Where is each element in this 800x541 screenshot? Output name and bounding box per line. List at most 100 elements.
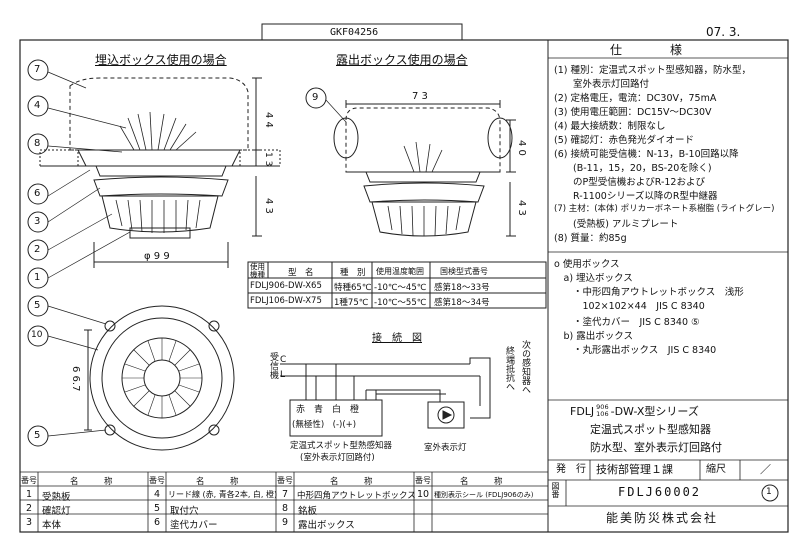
option-line-4: 102×102×44 JIS C 8340 [554, 301, 705, 312]
part-no-5: 5 [154, 503, 161, 514]
parts-header-name-3: 名 称 [330, 477, 373, 487]
wiring-polarity: (無極性) (-)(+) [292, 420, 357, 430]
scale-value: ／ [760, 463, 771, 476]
spec-line-8: (B-11，15，20，BS-20を除く) [554, 163, 712, 174]
drawing-date: 07. 3. [706, 25, 741, 39]
spec-option-list: o 使用ボックス a) 埋込ボックス ・中形四角アウトレットボックス 浅形 10… [548, 256, 788, 396]
spec-title: 仕 様 [610, 43, 683, 57]
callout-1: 1 [34, 272, 41, 283]
part-no-1: 1 [26, 489, 33, 500]
part-name-4: リード線 (赤, 青各2本, 白, 橙) [168, 490, 278, 499]
callout-3: 3 [34, 216, 41, 227]
callout-4: 4 [34, 100, 41, 111]
part-no-10: 10 [417, 489, 430, 500]
callout-7: 7 [34, 64, 41, 75]
callout-9: 9 [312, 92, 319, 103]
revision-circle [761, 484, 779, 502]
dim-40: 4 0 [516, 140, 527, 156]
model-row-2-type: 1種75℃ [334, 298, 369, 308]
series-variant-906: 906 [596, 403, 609, 411]
embedded-box-view [27, 59, 281, 289]
option-line-6: b) 露出ボックス [554, 331, 633, 342]
callout-6: 6 [34, 188, 41, 199]
doc-code: GKF04256 [330, 27, 379, 38]
spec-line-5: (4) 最大接続数：制限なし [554, 121, 666, 132]
option-line-1: o 使用ボックス [554, 259, 620, 270]
part-name-8: 銘板 [298, 506, 318, 517]
drawing-no-label: 図番 [551, 482, 560, 498]
series-name-b: -DW-X型シリーズ [610, 405, 699, 418]
drawing-number: FDLJ60002 [618, 485, 702, 499]
wiring-diagram [280, 357, 491, 437]
revision-number: 1 [766, 487, 772, 497]
spec-line-13: (8) 質量：約85g [554, 233, 627, 244]
model-table-header-cert: 国検型式番号 [440, 267, 488, 276]
dim-667: 6 6.7 [70, 366, 81, 392]
option-line-3: ・中形四角アウトレットボックス 浅形 [554, 287, 744, 298]
issue-label: 発 行 [556, 464, 586, 475]
series-title: FDLJ 906 106 -DW-X型シリーズ [570, 403, 699, 419]
parts-header-name-2: 名 称 [196, 477, 239, 487]
model-table-grid [247, 261, 547, 309]
model-row-2-cert: 感第18～34号 [434, 298, 490, 308]
title-line-2: 定温式スポット型感知器 [590, 423, 711, 436]
spec-line-2: 室外表示灯回路付 [554, 79, 650, 90]
dim-44: 4 4 [263, 112, 274, 128]
series-variant-106: 106 [596, 410, 609, 418]
callout-5-top: 5 [34, 300, 41, 311]
wiring-next-detector: 次の感知器へ [520, 340, 530, 394]
series-variants: 906 106 [596, 404, 608, 418]
exposed-box-view [305, 87, 516, 237]
spec-line-11: (7) 主材：(本体) ポリカーボネート系樹脂 (ライトグレー) [554, 204, 775, 214]
exposed-view-title: 露出ボックス使用の場合 [336, 53, 468, 67]
spec-line-7: (6) 接続可能受信機：N-13，B-10回路以降 [554, 149, 739, 160]
company-name: 能美防災株式会社 [606, 511, 719, 525]
spec-list: (1) 種別：定温式スポット型感知器，防水型， 室外表示灯回路付 (2) 定格電… [548, 60, 788, 250]
model-table-header-temp: 使用温度範囲 [376, 267, 424, 276]
part-no-6: 6 [154, 517, 161, 528]
part-no-2: 2 [26, 503, 33, 514]
part-name-2: 確認灯 [42, 506, 71, 517]
spec-line-10: R-1100シリーズ以降のR型中継器 [554, 191, 718, 202]
parts-header-name-1: 名 称 [70, 477, 113, 487]
part-no-9: 9 [282, 517, 289, 528]
model-table-header-usage: 使用 機種 [250, 262, 265, 279]
spec-line-4: (3) 使用電圧範囲：DC15V～DC30V [554, 107, 712, 118]
wiring-title: 接 続 図 [372, 333, 422, 344]
dim-99: φ 9 9 [144, 251, 170, 262]
wiring-detector-caption-2: (室外表示灯回路付) [300, 453, 375, 463]
wiring-terminal-l: L [280, 370, 286, 380]
wiring-terminal-labels: 赤 青 白 橙 [296, 405, 360, 415]
scale-label: 縮尺 [706, 464, 726, 475]
callout-10: 10 [31, 330, 43, 340]
wiring-end-resistor: 終端抵抗へ [504, 346, 514, 391]
doc-code-box [261, 23, 463, 41]
model-row-1-type: 特種65℃ [334, 283, 372, 293]
embedded-view-title: 埋込ボックス使用の場合 [95, 53, 227, 67]
part-no-8: 8 [282, 503, 289, 514]
parts-header-no-2: 番号 [149, 476, 165, 485]
series-name-a: FDLJ [570, 404, 595, 418]
issuing-dept: 技術部管理１課 [596, 463, 673, 476]
title-line-3: 防水型、室外表示灯回路付 [590, 441, 722, 454]
model-row-1-model: FDLJ906-DW-X65 [250, 281, 322, 291]
part-name-3: 本体 [42, 520, 62, 531]
dim-43-left: 4 3 [263, 198, 274, 214]
bottom-view [27, 295, 235, 451]
part-name-6: 塗代カバー [170, 520, 218, 531]
part-no-4: 4 [154, 489, 161, 500]
part-name-1: 受熱板 [42, 492, 71, 503]
parts-header-no-4: 番号 [415, 476, 431, 485]
wiring-receiver: 受信機 [268, 352, 278, 379]
part-no-3: 3 [26, 517, 33, 528]
model-table-header-model: 型 名 [288, 268, 314, 278]
spec-line-12: (受熱板) アルミプレート [554, 219, 679, 230]
spec-line-6: (5) 確認灯：赤色発光ダイオード [554, 135, 694, 146]
wiring-detector-caption-1: 定温式スポット型熱感知器 [290, 441, 393, 451]
callout-8: 8 [34, 138, 41, 149]
spec-rules [548, 57, 788, 507]
model-row-2-temp: -10℃～55℃ [374, 298, 427, 308]
parts-header-name-4: 名 称 [460, 477, 503, 487]
wiring-terminal-c: C [280, 355, 287, 365]
